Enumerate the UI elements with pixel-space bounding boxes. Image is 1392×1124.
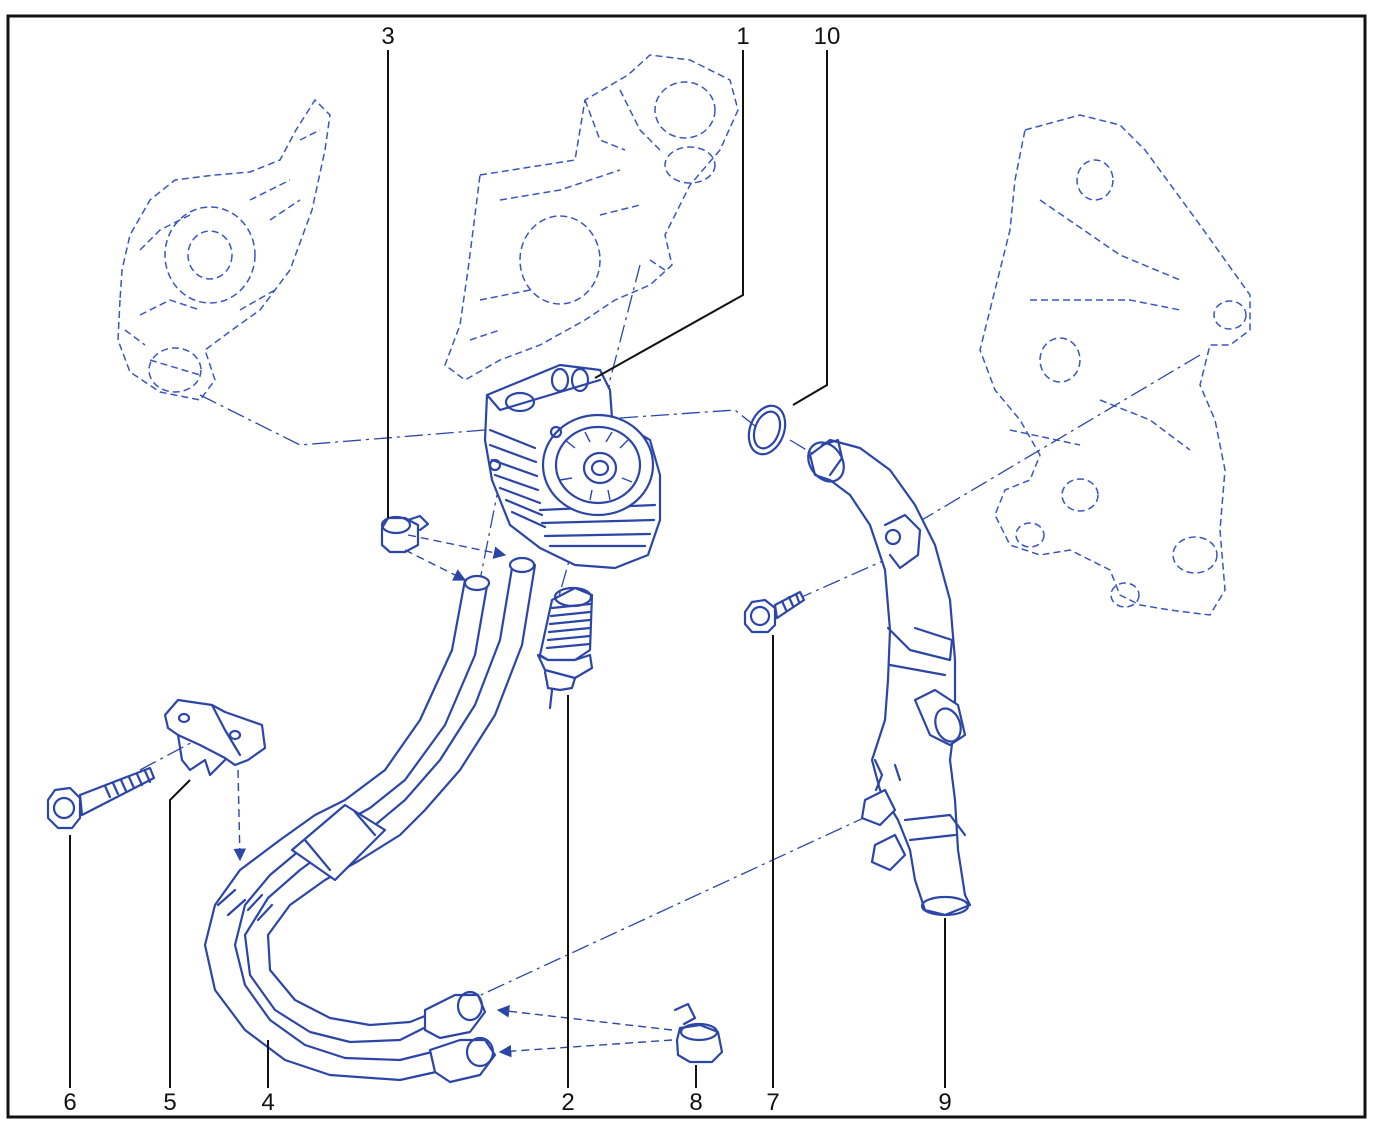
ghost-left-housing [117, 98, 331, 401]
hose-bracket [163, 698, 267, 777]
hose-assembly [203, 556, 537, 1084]
lower-hose-clamp [673, 1002, 724, 1064]
long-bolt [46, 766, 156, 830]
callout-9: 9 [938, 1089, 951, 1116]
clamp-lower-arrow-2 [498, 1039, 673, 1058]
oil-cooler [483, 363, 662, 570]
o-ring [747, 404, 787, 456]
upper-hose-clamp [380, 514, 430, 554]
leader-lines [69, 50, 946, 1088]
callout-4: 4 [261, 1089, 274, 1116]
callout-2: 2 [561, 1089, 574, 1116]
coolant-pipe [807, 438, 972, 917]
clamp-lower-arrow-1 [496, 1005, 673, 1031]
diagram-frame [6, 14, 1367, 1119]
threaded-fitting [536, 586, 594, 710]
ghost-center-cover [444, 54, 739, 381]
callout-3: 3 [381, 23, 394, 50]
callout-1: 1 [736, 23, 749, 50]
callout-8: 8 [689, 1089, 702, 1116]
callout-5: 5 [163, 1089, 176, 1116]
callout-6: 6 [63, 1089, 76, 1116]
callout-10: 10 [814, 23, 841, 50]
clamp-upper-arrow-2 [404, 549, 467, 581]
clamp-upper-arrow-1 [407, 534, 507, 559]
short-bolt [743, 590, 806, 634]
ghost-right-bracket [979, 114, 1251, 616]
callout-7: 7 [766, 1089, 779, 1116]
centerlines [139, 264, 1201, 1001]
bracket-arrow [233, 769, 247, 862]
